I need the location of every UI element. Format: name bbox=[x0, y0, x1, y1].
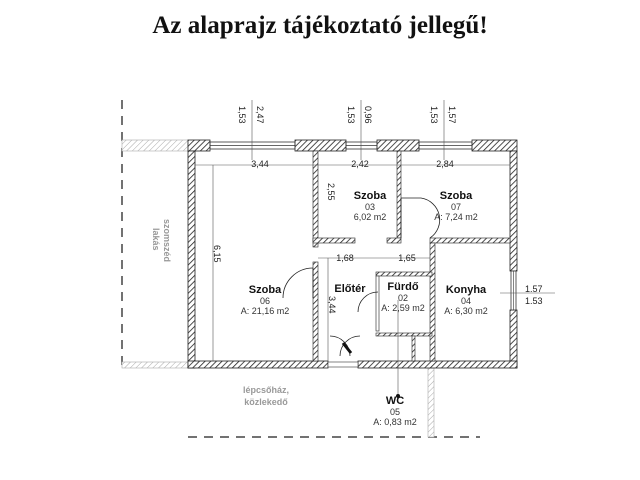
room-eloter-name: Előtér bbox=[334, 283, 366, 295]
room-03-name: Szoba bbox=[353, 190, 387, 202]
dim-top-win3-a: 1,53 bbox=[429, 106, 439, 124]
room-eloter: Előtér bbox=[334, 283, 365, 295]
room-02-number: 02 bbox=[397, 293, 408, 303]
room-02-area: A: 2,59 m2 bbox=[381, 303, 425, 313]
stairwell-label-line2: közlekedő bbox=[244, 397, 288, 407]
room-04: Konyha 04 A: 6,30 m2 bbox=[444, 284, 488, 316]
room-05: WC 05 A: 0,83 m2 bbox=[373, 395, 417, 427]
room-06-number: 06 bbox=[259, 296, 270, 306]
room-03-number: 03 bbox=[364, 202, 375, 212]
dim-height-room06: 6,15 bbox=[212, 245, 222, 263]
room-05-name: WC bbox=[385, 395, 405, 407]
room-07: Szoba 07 A: 7,24 m2 bbox=[434, 190, 478, 222]
dim-width-eloter: 1,68 bbox=[336, 253, 354, 263]
room-06-name: Szoba bbox=[248, 284, 282, 296]
room-07-area: A: 7,24 m2 bbox=[434, 212, 478, 222]
neighbor-label-line2: lakás bbox=[151, 228, 161, 251]
room-04-name: Konyha bbox=[445, 284, 487, 296]
dim-top-win3-b: 1,57 bbox=[447, 106, 457, 124]
room-06-area: A: 21,16 m2 bbox=[240, 306, 290, 316]
room-07-number: 07 bbox=[450, 202, 461, 212]
room-02: Fürdő 02 A: 2,59 m2 bbox=[381, 281, 425, 313]
dim-top-win2-b: 0,96 bbox=[363, 106, 373, 124]
dim-top-win1-b: 2,47 bbox=[255, 106, 265, 124]
dim-width-room06: 3,44 bbox=[251, 159, 269, 169]
dim-right-win-b: 1.53 bbox=[525, 296, 543, 306]
room-04-area: A: 6,30 m2 bbox=[444, 306, 488, 316]
room-06: Szoba 06 A: 21,16 m2 bbox=[241, 284, 290, 316]
dim-width-room07: 2,84 bbox=[436, 159, 454, 169]
dim-width-furdo: 1,65 bbox=[398, 253, 416, 263]
room-03: Szoba 03 6,02 m2 bbox=[354, 190, 387, 222]
page-title: Az alaprajz tájékoztató jellegű! bbox=[152, 12, 488, 39]
dim-height-eloter: 3,44 bbox=[327, 296, 337, 314]
neighbor-label-line1: szomszéd bbox=[162, 219, 172, 263]
dim-height-room03: 2,55 bbox=[326, 183, 336, 201]
room-02-name: Fürdő bbox=[387, 281, 419, 293]
dim-top-win2-a: 1,53 bbox=[346, 106, 356, 124]
room-03-area: 6,02 m2 bbox=[353, 212, 387, 222]
room-05-number: 05 bbox=[389, 407, 400, 417]
dim-width-room03: 2,42 bbox=[351, 159, 369, 169]
room-04-number: 04 bbox=[460, 296, 471, 306]
dim-right-win-a: 1.57 bbox=[525, 284, 543, 294]
room-07-name: Szoba bbox=[439, 190, 473, 202]
dim-top-win1-a: 1,53 bbox=[237, 106, 247, 124]
room-05-area: A: 0,83 m2 bbox=[373, 417, 417, 427]
stairwell-label-line1: lépcsőház, bbox=[242, 385, 290, 395]
